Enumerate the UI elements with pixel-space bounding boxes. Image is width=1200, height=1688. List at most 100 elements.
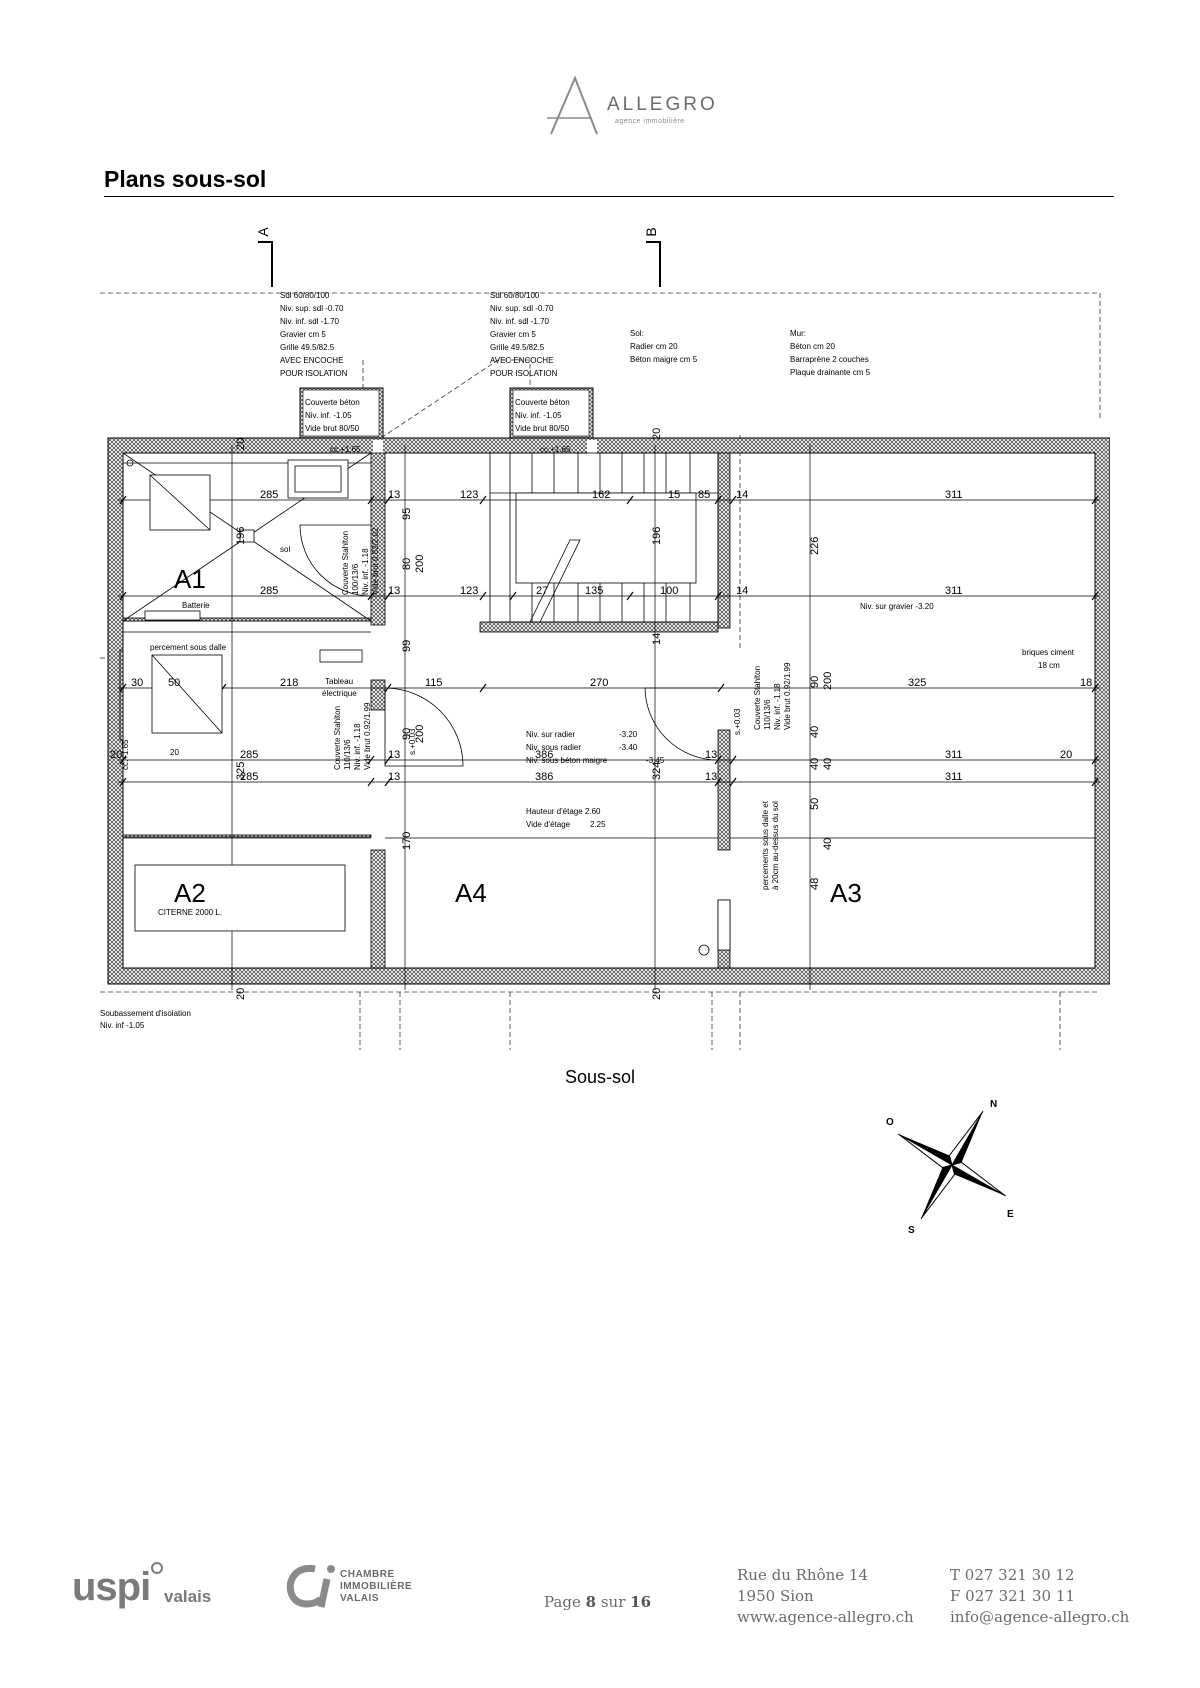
doors xyxy=(299,524,719,767)
svg-text:Béton maigre cm 5: Béton maigre cm 5 xyxy=(630,355,698,364)
svg-text:Niv. inf. sdl -1.70: Niv. inf. sdl -1.70 xyxy=(490,317,550,326)
svg-text:50: 50 xyxy=(168,677,180,689)
svg-text:Couverte béton: Couverte béton xyxy=(515,398,570,407)
door-c-note: Couverte Stahlton 110/13/6 Niv. inf. -1.… xyxy=(753,662,792,730)
page-total: 16 xyxy=(630,1593,652,1611)
uspi-logo: uspi valais xyxy=(72,1562,211,1610)
address-city: 1950 Sion xyxy=(737,1587,814,1605)
svg-text:48: 48 xyxy=(809,878,821,890)
svg-text:13: 13 xyxy=(705,771,717,783)
svg-text:30: 30 xyxy=(131,677,143,689)
page-current: 8 xyxy=(585,1593,597,1611)
svg-text:Béton cm 20: Béton cm 20 xyxy=(790,342,835,351)
svg-text:13: 13 xyxy=(388,489,400,501)
svg-text:AVEC ENCOCHE: AVEC ENCOCHE xyxy=(490,356,553,365)
svg-text:-3.45: -3.45 xyxy=(646,756,665,765)
svg-text:Niv. sous béton maigre: Niv. sous béton maigre xyxy=(526,756,608,765)
tableau-label-2: électrique xyxy=(322,689,357,698)
svg-text:311: 311 xyxy=(945,489,963,501)
svg-text:Niv. inf. -1.18: Niv. inf. -1.18 xyxy=(361,548,370,595)
room-label-a3: A3 xyxy=(830,878,862,908)
svg-text:270: 270 xyxy=(590,677,608,689)
svg-text:18: 18 xyxy=(1080,677,1092,689)
svg-text:Vide d'étage: Vide d'étage xyxy=(526,820,571,829)
svg-text:Niv. sup. sdl -0.70: Niv. sup. sdl -0.70 xyxy=(280,304,344,313)
svg-text:Vide brut 0.92/1.99: Vide brut 0.92/1.99 xyxy=(363,702,372,770)
svg-text:-3.40: -3.40 xyxy=(619,743,638,752)
svg-text:80: 80 xyxy=(401,558,413,570)
svg-text:386: 386 xyxy=(535,749,553,761)
svg-text:cc.+1.65: cc.+1.65 xyxy=(330,445,361,454)
svg-text:200: 200 xyxy=(822,672,834,690)
svg-text:Sdl 60/80/100: Sdl 60/80/100 xyxy=(280,291,330,300)
room-label-a4: A4 xyxy=(455,878,487,908)
svg-text:cc.+1.65: cc.+1.65 xyxy=(540,445,571,454)
levels-note: Niv. sur radier Niv. sous radier Niv. so… xyxy=(526,730,665,765)
svg-text:40: 40 xyxy=(809,726,821,738)
dashed-outlines xyxy=(100,292,1101,1050)
couverture-b-note: Couverte béton Niv. inf. -1.05 Vide brut… xyxy=(515,398,571,454)
svg-text:Niv. sur radier: Niv. sur radier xyxy=(526,730,576,739)
svg-text:Plaque drainante cm 5: Plaque drainante cm 5 xyxy=(790,368,871,377)
svg-text:Couverte Stahlton: Couverte Stahlton xyxy=(341,531,350,595)
sol-note: Sol: Radier cm 20 Béton maigre cm 5 xyxy=(630,329,698,364)
fax-number: F 027 321 30 11 xyxy=(950,1587,1075,1605)
svg-text:196: 196 xyxy=(235,527,247,545)
svg-text:Niv. inf. sdl -1.70: Niv. inf. sdl -1.70 xyxy=(280,317,340,326)
website-link[interactable]: www.agence-allegro.ch xyxy=(737,1608,914,1626)
svg-text:196: 196 xyxy=(651,527,663,545)
svg-text:14: 14 xyxy=(651,633,663,645)
compass-n: N xyxy=(990,1099,997,1110)
svg-text:311: 311 xyxy=(945,749,963,761)
page-footer: uspi valais CHAMBRE IMMOBILIÈRE VALAIS P… xyxy=(0,1545,1200,1645)
ci-line-1: CHAMBRE xyxy=(340,1569,395,1580)
door-a-note: Couverte Stahlton 100/13/6 Niv. inf. -1.… xyxy=(341,527,380,595)
svg-text:Barraprène 2 couches: Barraprène 2 couches xyxy=(790,355,869,364)
gravier-label: Niv. sur gravier -3.20 xyxy=(860,602,934,611)
svg-text:Grille 49.5/82.5: Grille 49.5/82.5 xyxy=(490,343,545,352)
svg-text:Grille 49.5/82.5: Grille 49.5/82.5 xyxy=(280,343,335,352)
email-link[interactable]: info@agence-allegro.ch xyxy=(950,1608,1130,1626)
cc-left-label: cc.+1.65 xyxy=(121,739,130,770)
title-divider xyxy=(104,196,1114,197)
svg-text:13: 13 xyxy=(705,749,717,761)
svg-text:95: 95 xyxy=(401,508,413,520)
ci-line-3: VALAIS xyxy=(340,1593,379,1604)
svg-text:15: 15 xyxy=(668,489,680,501)
svg-text:110/13/6: 110/13/6 xyxy=(763,699,772,730)
svg-text:Sol:: Sol: xyxy=(630,329,644,338)
allegro-logo: ALLEGRO agence immobilière xyxy=(545,74,745,138)
svg-text:20: 20 xyxy=(110,749,122,761)
svg-text:Couverte Stahlton: Couverte Stahlton xyxy=(753,666,762,730)
svg-text:Mur:: Mur: xyxy=(790,329,806,338)
svg-text:90: 90 xyxy=(401,728,413,740)
svg-text:85: 85 xyxy=(698,489,710,501)
svg-text:325: 325 xyxy=(908,677,926,689)
svg-text:20: 20 xyxy=(651,988,663,1000)
interior-lines xyxy=(123,462,1095,839)
uspi-ring-icon xyxy=(151,1562,163,1574)
compass-e: E xyxy=(1007,1209,1014,1220)
compass-s: S xyxy=(908,1225,915,1235)
svg-text:2.25: 2.25 xyxy=(590,820,606,829)
svg-text:Niv. inf. -1.18: Niv. inf. -1.18 xyxy=(353,723,362,770)
svg-text:14: 14 xyxy=(736,489,748,501)
svg-text:Niv. inf. -1.05: Niv. inf. -1.05 xyxy=(515,411,562,420)
svg-text:à 20cm au-dessus du sol: à 20cm au-dessus du sol xyxy=(771,801,780,890)
page-number: Page 8 sur 16 xyxy=(544,1593,652,1611)
svg-text:Soubassement d'isolation: Soubassement d'isolation xyxy=(100,1009,191,1018)
uspi-wordmark: uspi xyxy=(72,1565,151,1609)
svg-text:90: 90 xyxy=(809,676,821,688)
mur-note: Mur: Béton cm 20 Barraprène 2 couches Pl… xyxy=(790,329,871,377)
percement-vertical-note: percements sous dalle et à 20cm au-dessu… xyxy=(761,800,780,890)
svg-text:Gravier cm 5: Gravier cm 5 xyxy=(280,330,326,339)
svg-text:Gravier cm 5: Gravier cm 5 xyxy=(490,330,536,339)
svg-text:Niv. inf -1.05: Niv. inf -1.05 xyxy=(100,1021,145,1030)
svg-text:170: 170 xyxy=(401,832,413,850)
svg-text:-3.20: -3.20 xyxy=(619,730,638,739)
svg-text:Niv. sous radier: Niv. sous radier xyxy=(526,743,581,752)
svg-text:200: 200 xyxy=(414,555,426,573)
svg-text:285: 285 xyxy=(240,749,258,761)
svg-text:123: 123 xyxy=(460,489,478,501)
agency-contact: T 027 321 30 12 F 027 321 30 11 info@age… xyxy=(950,1565,1129,1628)
